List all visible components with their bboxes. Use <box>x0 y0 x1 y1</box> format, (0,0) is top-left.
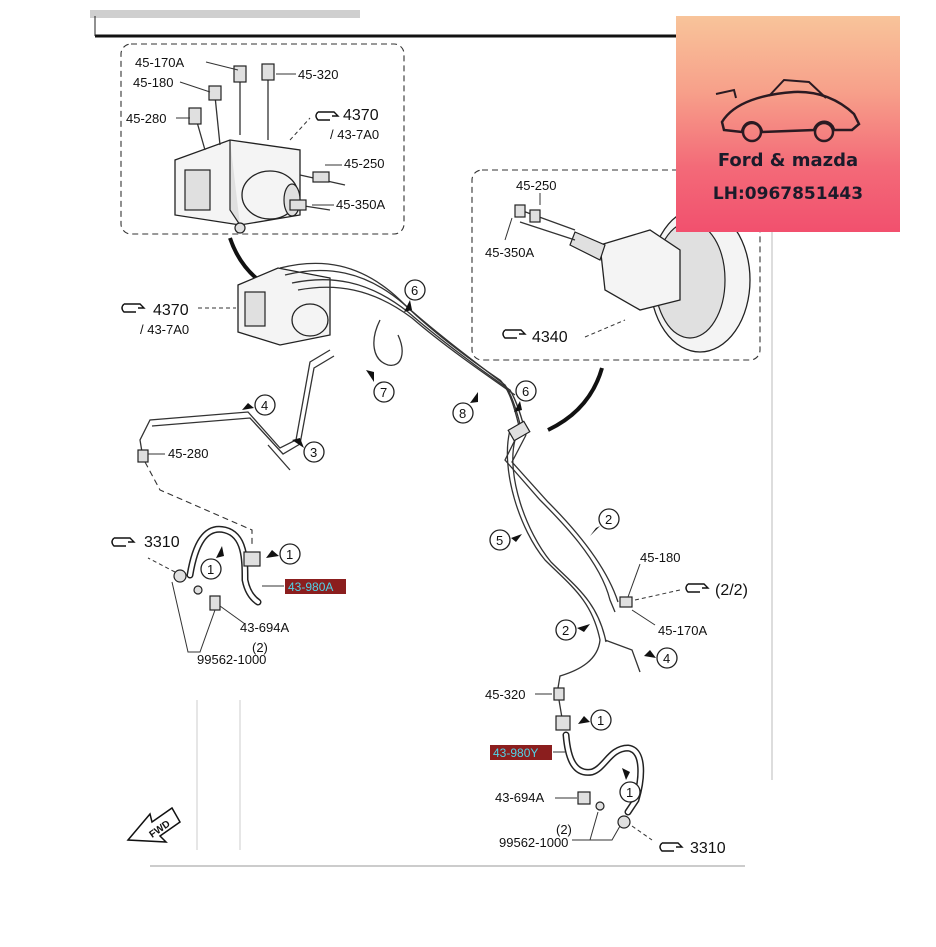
left-bolt-43-694A: 43-694A <box>240 620 289 635</box>
hand-pointer-icon <box>685 583 710 593</box>
label-45-180: 45-180 <box>640 550 680 565</box>
callout-1-right-b: 1 <box>619 768 641 803</box>
hand-pointer-icon <box>121 303 146 313</box>
header-strip <box>90 10 680 38</box>
booster-link-arrow <box>547 367 604 432</box>
right-washer-99562-1000: 99562-1000 <box>499 835 568 850</box>
promo-banner: Ford & mazda LH:0967851443 <box>676 16 900 232</box>
banner-title: Ford & mazda <box>717 150 859 171</box>
svg-text:1: 1 <box>597 713 604 728</box>
hand-pointer-icon <box>659 842 684 852</box>
svg-text:2: 2 <box>562 623 569 638</box>
callout-6-top: 6 <box>404 279 426 312</box>
callout-3: 3 <box>292 438 325 463</box>
svg-text:4: 4 <box>261 398 268 413</box>
sports-car-icon <box>715 78 861 143</box>
left-washer-qty: (2) <box>252 640 268 655</box>
svg-text:4: 4 <box>663 651 670 666</box>
left-washer-99562-1000: 99562-1000 <box>197 652 266 667</box>
right-bolt-43-694A: 43-694A <box>495 790 544 805</box>
inset-label-45-250: 45-250 <box>344 156 384 171</box>
svg-text:6: 6 <box>522 384 529 399</box>
hand-pointer-icon <box>111 537 136 547</box>
right-washer-qty: (2) <box>556 822 572 837</box>
left-hose-assembly: 3310 43-980A 43-694A (2) 99562-1000 <box>111 525 346 667</box>
callout-1-left-b: 1 <box>200 546 224 580</box>
booster-label-45-350A: 45-350A <box>485 245 534 260</box>
right-hose-assembly: 43-980Y 43-694A (2) 99562-1000 3310 <box>490 699 726 857</box>
page-frame <box>150 232 773 867</box>
pipe-bundle <box>137 262 641 701</box>
banner-phone: LH:0967851443 <box>712 184 864 204</box>
label-45-280: 45-280 <box>168 446 208 461</box>
label-45-170A: 45-170A <box>658 623 707 638</box>
svg-text:1: 1 <box>626 785 633 800</box>
main-unit-ref-4370: 4370 <box>153 302 189 319</box>
inset-label-45-180: 45-180 <box>133 75 173 90</box>
left-hose-part-43-980A: 43-980A <box>288 580 333 594</box>
main-unit-ref-43-7A0: / 43-7A0 <box>140 322 189 337</box>
right-hose-part-43-980Y: 43-980Y <box>493 746 538 760</box>
main-abs-unit: 4370 / 43-7A0 <box>121 267 331 346</box>
svg-text:1: 1 <box>207 562 214 577</box>
inset-ref-4370: 4370 <box>343 107 379 124</box>
right-caliper-ref-3310: 3310 <box>690 840 726 857</box>
margin-marks <box>196 700 241 850</box>
callout-5: 5 <box>489 529 522 551</box>
inset-label-45-350A: 45-350A <box>336 197 385 212</box>
hand-pointer-icon <box>502 329 527 339</box>
callout-2-lower: 2 <box>555 619 590 641</box>
booster-inset: 45-250 45-350A 4340 <box>471 169 761 361</box>
svg-text:6: 6 <box>411 283 418 298</box>
continue-ref-2-2: (2/2) <box>715 582 748 599</box>
inset-ref-43-7A0: / 43-7A0 <box>330 127 379 142</box>
callout-1-right-a: 1 <box>578 709 612 731</box>
callout-6-mid: 6 <box>514 380 537 412</box>
callout-8: 8 <box>452 392 478 424</box>
callout-4-left: 4 <box>242 394 276 416</box>
upper-inset: 45-170A 45-180 45-320 45-280 4370 / 43-7… <box>120 43 405 235</box>
left-caliper-ref-3310: 3310 <box>144 534 180 551</box>
svg-text:7: 7 <box>380 385 387 400</box>
inset-label-45-320: 45-320 <box>298 67 338 82</box>
hand-pointer-icon <box>315 111 340 121</box>
svg-text:8: 8 <box>459 406 466 421</box>
svg-text:2: 2 <box>605 512 612 527</box>
callout-4-right: 4 <box>644 647 678 669</box>
callout-1-left-a: 1 <box>266 543 301 565</box>
svg-text:3: 3 <box>310 445 317 460</box>
inset-label-45-170A: 45-170A <box>135 55 184 70</box>
svg-text:1: 1 <box>286 547 293 562</box>
booster-label-45-250: 45-250 <box>516 178 556 193</box>
callout-2-right: 2 <box>590 508 620 536</box>
callout-7: 7 <box>366 370 395 403</box>
booster-ref-4340: 4340 <box>532 329 568 346</box>
inset-label-45-280: 45-280 <box>126 111 166 126</box>
svg-text:5: 5 <box>496 533 503 548</box>
label-45-320: 45-320 <box>485 687 525 702</box>
fwd-arrow: FWD <box>126 806 181 843</box>
